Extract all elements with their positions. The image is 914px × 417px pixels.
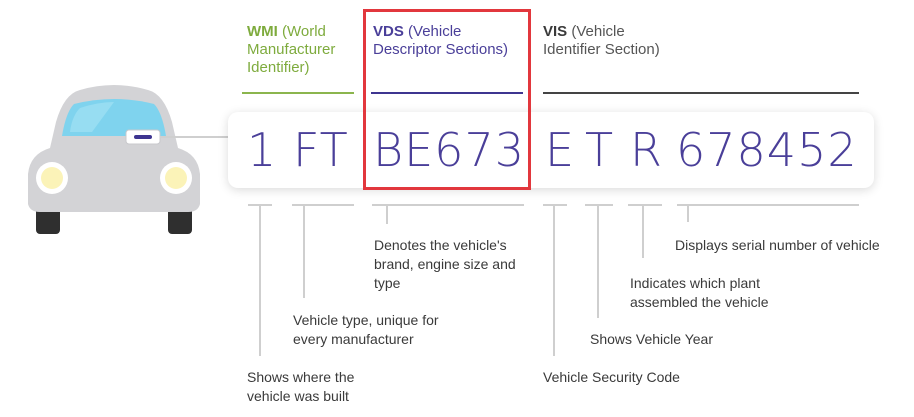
vds-description: (Vehicle Descriptor Sections) (373, 23, 509, 58)
desc-serial: Displays serial number of vehicle (675, 237, 880, 253)
desc-plant: Indicates which plant assembled the vehi… (630, 275, 769, 310)
wmi-header: WMI (World Manufacturer Identifier) (247, 23, 357, 77)
vin-segment-security: E (545, 123, 576, 177)
vin-strip (228, 112, 874, 188)
vis-code: VIS (543, 23, 568, 40)
connector-plant-v (642, 204, 644, 258)
desc-year: Shows Vehicle Year (590, 331, 713, 347)
vis-header: VIS (Vehicle Identifier Section) (543, 23, 683, 59)
connector-type-h (292, 204, 354, 206)
connector-security-v (553, 204, 555, 356)
vin-segment-year: T (585, 123, 615, 177)
connector-security-h (543, 204, 567, 206)
connector-plant-h (628, 204, 662, 206)
vin-segment-serial: 678452 (676, 123, 858, 177)
vis-underline (543, 92, 859, 94)
vin-segment-country: 1 (247, 123, 278, 177)
connector-brand-h (372, 204, 524, 206)
vin-segment-vds: BE673 (373, 123, 525, 177)
desc-security: Vehicle Security Code (543, 369, 680, 385)
vin-segment-manufacturer: FT (293, 123, 349, 177)
wmi-code: WMI (247, 23, 278, 40)
vds-code: VDS (373, 23, 404, 40)
desc-type: Vehicle type, unique for every manufactu… (293, 312, 439, 347)
wmi-description: (World Manufacturer Identifier) (247, 23, 336, 76)
vis-description: (Vehicle Identifier Section) (543, 23, 660, 58)
desc-country: Shows where the vehicle was built (247, 369, 355, 404)
vds-highlight-box (363, 9, 531, 190)
car-illustration (28, 85, 228, 234)
desc-brand: Denotes the vehicle's brand, engine size… (374, 237, 516, 291)
connector-country-v (259, 204, 261, 356)
connector-brand-v (386, 204, 388, 224)
connector-year-v (597, 204, 599, 318)
vds-underline (371, 92, 523, 94)
wmi-underline (242, 92, 354, 94)
vds-header: VDS (Vehicle Descriptor Sections) (373, 23, 513, 59)
connector-year-h (585, 204, 613, 206)
connector-serial-h (677, 204, 859, 206)
connector-serial-v (687, 204, 689, 222)
vin-segment-plant: R (630, 123, 663, 177)
connector-type-v (303, 204, 305, 298)
